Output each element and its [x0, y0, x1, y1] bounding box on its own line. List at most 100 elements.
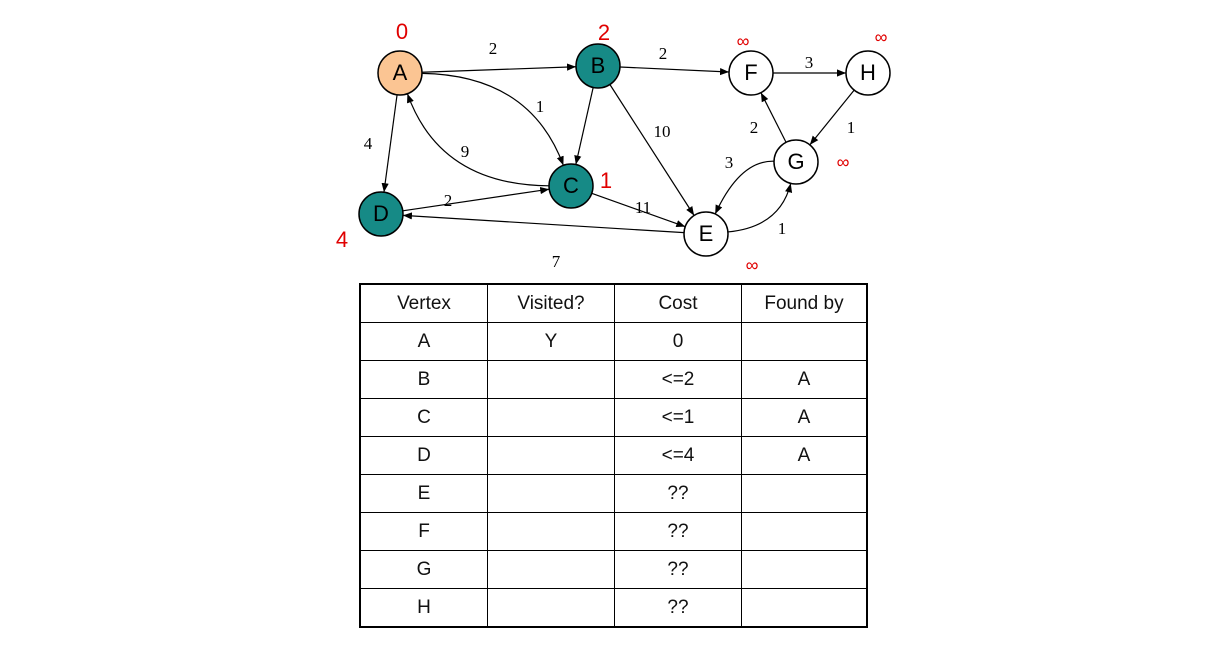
cell-cost: <=1 — [614, 398, 742, 437]
cost-label-c: 1 — [600, 168, 612, 193]
cost-label-h: ∞ — [875, 27, 888, 47]
edge-weight-a-c: 1 — [536, 97, 545, 116]
cell-vertex: E — [359, 474, 488, 513]
cell-vertex: H — [359, 588, 488, 628]
table-row: B <=2 A — [359, 360, 868, 399]
edge-weight-d-c: 2 — [444, 191, 453, 210]
node-label-a: A — [393, 60, 408, 85]
cell-cost: ?? — [614, 512, 742, 551]
edge-weight-g-e: 3 — [725, 153, 734, 172]
node-c — [548, 163, 594, 209]
cell-found-by — [741, 512, 868, 551]
header-visited: Visited? — [487, 283, 615, 323]
node-f — [728, 50, 774, 96]
cell-found-by — [741, 588, 868, 628]
cell-found-by: A — [741, 436, 868, 475]
node-label-f: F — [744, 60, 757, 85]
edge-e-g — [727, 183, 793, 233]
node-label-c: C — [563, 173, 579, 198]
node-a — [377, 50, 423, 96]
cell-found-by — [741, 322, 868, 361]
node-label-h: H — [860, 60, 876, 85]
cell-cost: ?? — [614, 474, 742, 513]
table-header-row: Vertex Visited? Cost Found by — [359, 283, 868, 323]
edge-g-e — [714, 160, 775, 215]
node-label-b: B — [591, 53, 606, 78]
edge-e-d — [402, 212, 685, 234]
cell-cost: <=4 — [614, 436, 742, 475]
edge-weight-e-d: 7 — [552, 252, 561, 271]
node-label-d: D — [373, 201, 389, 226]
edge-a-d — [381, 94, 398, 193]
cell-cost: ?? — [614, 588, 742, 628]
edge-weight-c-a: 9 — [461, 142, 470, 161]
edge-weight-b-f: 2 — [659, 44, 668, 63]
cost-label-g: ∞ — [837, 152, 850, 172]
node-label-g: G — [787, 149, 804, 174]
edge-a-b — [421, 63, 577, 73]
cost-label-b: 2 — [598, 20, 610, 45]
edge-weight-h-g: 1 — [847, 118, 856, 137]
cell-found-by: A — [741, 398, 868, 437]
cell-visited: Y — [487, 322, 615, 361]
node-h — [845, 50, 891, 96]
cell-vertex: G — [359, 550, 488, 589]
edge-b-e — [609, 84, 695, 216]
cell-visited — [487, 360, 615, 399]
edge-b-c — [574, 87, 594, 165]
edge-d-c — [402, 186, 550, 212]
cell-found-by — [741, 474, 868, 513]
node-d — [358, 191, 404, 237]
cell-cost: 0 — [614, 322, 742, 361]
cell-vertex: C — [359, 398, 488, 437]
table-row: H ?? — [359, 588, 868, 628]
cell-visited — [487, 550, 615, 589]
cell-vertex: D — [359, 436, 488, 475]
table-row: A Y 0 — [359, 322, 868, 361]
edge-b-f — [619, 66, 730, 76]
cost-label-e: ∞ — [746, 255, 759, 275]
cell-visited — [487, 512, 615, 551]
header-vertex: Vertex — [359, 283, 488, 323]
header-found-by: Found by — [741, 283, 868, 323]
node-g — [773, 139, 819, 185]
cell-vertex: F — [359, 512, 488, 551]
cell-found-by — [741, 550, 868, 589]
vertex-table: Vertex Visited? Cost Found by A Y 0 B <=… — [359, 283, 868, 628]
cell-visited — [487, 436, 615, 475]
cell-found-by: A — [741, 360, 868, 399]
cell-visited — [487, 588, 615, 628]
node-label-e: E — [699, 221, 714, 246]
table-row: D <=4 A — [359, 436, 868, 475]
cost-label-a: 0 — [396, 19, 408, 44]
cell-cost: ?? — [614, 550, 742, 589]
edge-c-a — [406, 93, 550, 187]
header-cost: Cost — [614, 283, 742, 323]
edge-weight-a-d: 4 — [364, 134, 373, 153]
cell-vertex: B — [359, 360, 488, 399]
edge-a-c — [421, 72, 564, 166]
node-b — [575, 43, 621, 89]
edge-weight-b-e: 10 — [654, 122, 671, 141]
table-row: F ?? — [359, 512, 868, 551]
edge-c-e — [591, 192, 686, 228]
edge-weight-c-e: 11 — [635, 198, 651, 217]
cost-label-f: ∞ — [737, 31, 750, 51]
cell-cost: <=2 — [614, 360, 742, 399]
edge-weight-f-h: 3 — [805, 53, 814, 72]
edge-weight-a-b: 2 — [489, 39, 498, 58]
edge-weight-g-f: 2 — [750, 118, 759, 137]
cell-visited — [487, 398, 615, 437]
table-row: C <=1 A — [359, 398, 868, 437]
cell-visited — [487, 474, 615, 513]
edge-h-g — [809, 89, 855, 146]
cell-vertex: A — [359, 322, 488, 361]
table-row: G ?? — [359, 550, 868, 589]
edge-weight-e-g: 1 — [778, 219, 787, 238]
edge-g-f — [760, 92, 787, 143]
node-e — [683, 211, 729, 257]
cost-label-d: 4 — [336, 227, 348, 252]
